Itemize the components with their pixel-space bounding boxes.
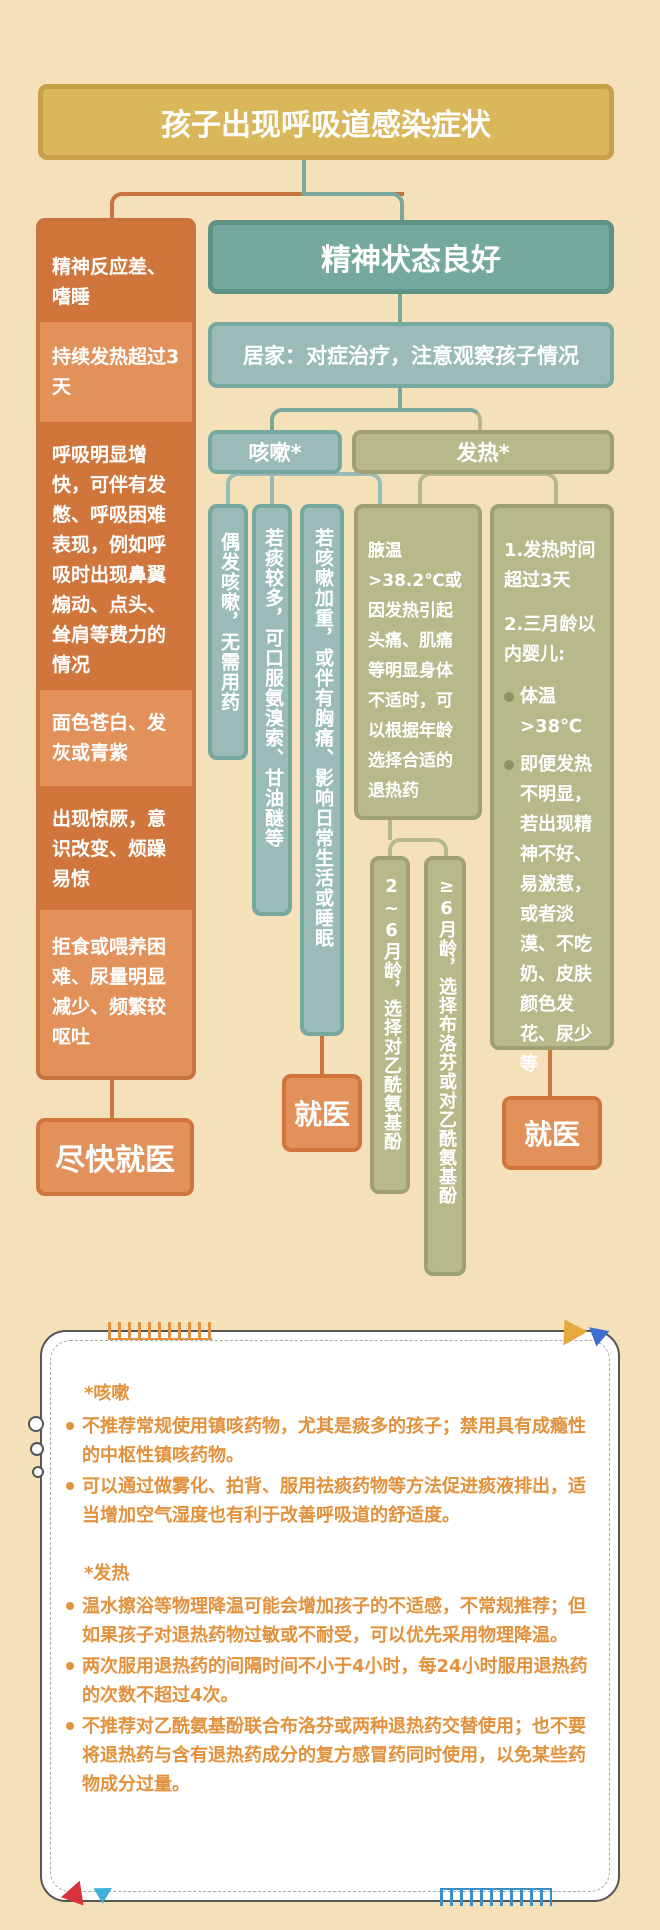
connector	[270, 408, 482, 432]
fever-result-box: 就医	[502, 1096, 602, 1170]
connector	[110, 192, 404, 222]
bullet-icon	[66, 1662, 74, 1670]
page-title: 孩子出现呼吸道感染症状	[161, 108, 491, 143]
note-item: 不推荐常规使用镇咳药物，尤其是痰多的孩子；禁用具有成瘾性的中枢性镇咳药物。	[66, 1412, 590, 1470]
cough-col-1: 偶发咳嗽，无需用药	[208, 504, 248, 760]
cough-box: 咳嗽*	[208, 430, 342, 474]
ring-icon	[28, 1416, 44, 1432]
ring-icon	[32, 1466, 44, 1478]
cough-col-2: 若痰较多，可口服氨溴索、甘油醚等	[252, 504, 292, 916]
notes-cough-title: *咳嗽	[84, 1383, 130, 1404]
bullet-icon	[504, 760, 514, 770]
left-item: 面色苍白、发灰或青紫	[40, 690, 192, 786]
title-box: 孩子出现呼吸道感染症状	[38, 84, 614, 160]
cough-result-box: 就医	[282, 1074, 362, 1152]
notes-fever-title: *发热	[84, 1563, 130, 1584]
left-item: 精神反应差、嗜睡	[40, 222, 192, 322]
connector	[388, 838, 448, 858]
left-item: 持续发热超过3天	[40, 322, 192, 422]
connector	[226, 472, 382, 506]
cough-col-3: 若咳嗽加重，或伴有胸痛、影响日常生活或睡眠	[300, 504, 344, 1036]
bullet-icon	[504, 692, 514, 702]
left-item: 出现惊厥，意识改变、烦躁易惊	[40, 786, 192, 910]
note-item: 两次服用退热药的间隔时间不小于4小时，每24小时服用退热药的次数不超过4次。	[66, 1652, 590, 1710]
fever-right-box: 1.发热时间超过3天 2.三月龄以内婴儿: 体温>38℃ 即便发热不明显，若出现…	[490, 504, 614, 1075]
bullet-icon	[66, 1422, 74, 1430]
fever-sub-1: 2~6月龄，选择对乙酰氨基酚	[370, 856, 410, 1194]
home-care-box: 居家：对症治疗，注意观察孩子情况	[208, 322, 614, 388]
connector	[302, 192, 404, 222]
connector	[110, 1080, 114, 1120]
fever-left-box: 腋温>38.2℃或因发热引起头痛、肌痛等明显身体不适时，可以根据年龄选择合适的退…	[354, 504, 482, 820]
connector	[398, 388, 402, 410]
connector	[320, 1034, 324, 1074]
fever-bullet-2: 即便发热不明显，若出现精神不好、易激惹，或者淡漠、不吃奶、皮肤颜色发花、尿少等	[504, 750, 602, 1080]
note-item: 温水擦浴等物理降温可能会增加孩子的不适感，不常规推荐；但如果孩子对退热药物过敏或…	[66, 1592, 590, 1650]
fever-sub-2: ≥6月龄，选择布洛芬或对乙酰氨基酚	[424, 856, 466, 1276]
left-column: 精神反应差、嗜睡 持续发热超过3天 呼吸明显增快，可伴有发憋、呼吸困难表现，例如…	[36, 218, 196, 1080]
connector	[270, 472, 274, 506]
connector	[418, 472, 558, 506]
fever-bullet-1: 体温>38℃	[504, 682, 602, 742]
ruler-decoration-top	[108, 1322, 212, 1340]
connector	[388, 820, 392, 840]
note-item: 可以通过做雾化、拍背、服用祛痰药物等方法促进痰液排出，适当增加空气湿度也有利于改…	[66, 1472, 590, 1530]
bullet-icon	[66, 1602, 74, 1610]
left-item: 呼吸明显增快，可伴有发憋、呼吸困难表现，例如呼吸时出现鼻翼煽动、点头、耸肩等费力…	[40, 422, 192, 690]
fever-box: 发热*	[352, 430, 614, 474]
connector	[548, 1050, 552, 1098]
ring-icon	[30, 1442, 44, 1456]
connector	[398, 290, 402, 324]
connector	[302, 160, 306, 194]
left-item: 拒食或喂养困难、尿量明显减少、频繁较呕吐	[40, 910, 192, 1076]
ruler-decoration-bottom	[440, 1888, 552, 1906]
bullet-icon	[66, 1722, 74, 1730]
note-item: 不推荐对乙酰氨基酚联合布洛芬或两种退热药交替使用；也不要将退热药与含有退热药成分…	[66, 1712, 590, 1799]
good-state-box: 精神状态良好	[208, 220, 614, 294]
left-result-box: 尽快就医	[36, 1118, 194, 1196]
notes-card: *咳嗽 不推荐常规使用镇咳药物，尤其是痰多的孩子；禁用具有成瘾性的中枢性镇咳药物…	[40, 1330, 620, 1902]
bullet-icon	[66, 1482, 74, 1490]
notes-inner-border	[50, 1340, 610, 1892]
